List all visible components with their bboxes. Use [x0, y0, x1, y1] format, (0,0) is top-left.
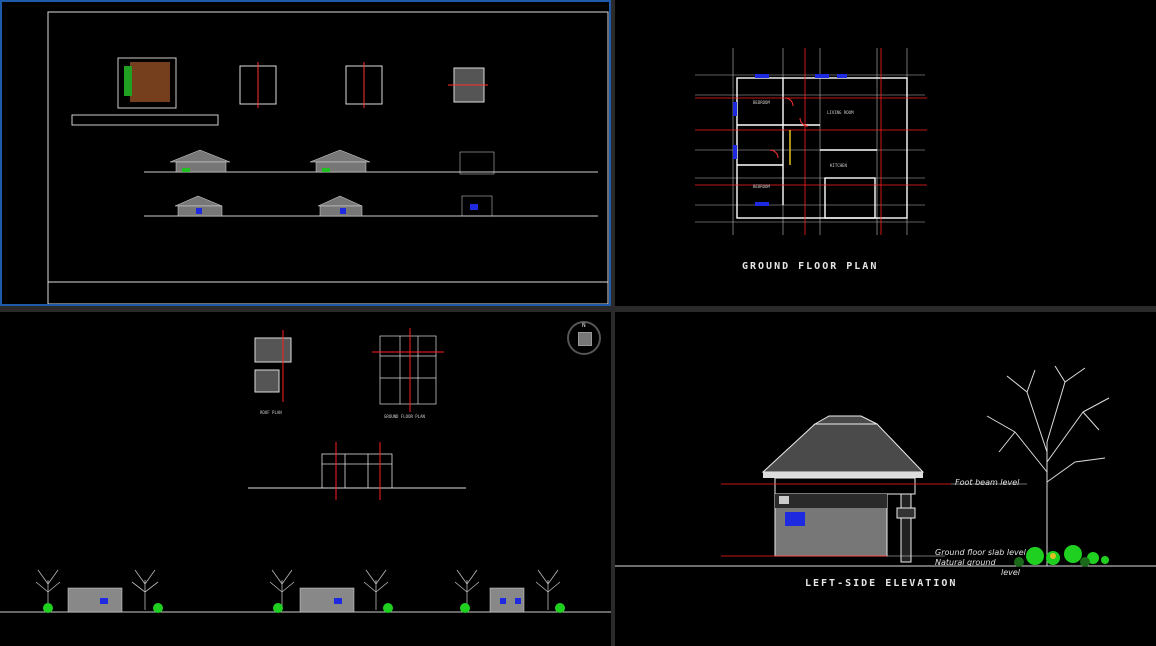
viewport-bottom-right[interactable]: Foot beam level Ground floor slab level …: [615, 312, 1156, 646]
ground-floor-plan-title: GROUND FLOOR PLAN: [742, 261, 879, 272]
left-side-elevation-title: LEFT-SIDE ELEVATION: [805, 578, 958, 589]
plans-and-elevations-drawing: [0, 328, 611, 613]
natural-ground-level-label: level: [1001, 568, 1021, 577]
ground-floor-plan-drawing: [695, 48, 927, 235]
viewport-top-right[interactable]: BEDROOM LIVING ROOM KITCHEN BEDROOM GROU…: [615, 0, 1156, 306]
room-label-2: LIVING ROOM: [827, 110, 854, 115]
viewcube-core[interactable]: [578, 332, 592, 346]
viewcube-navigator[interactable]: N: [567, 321, 601, 355]
viewport-bottom-left[interactable]: ROOF PLAN GROUND FLOOR PLAN N: [0, 312, 611, 646]
small-ground-floor-label: GROUND FLOOR PLAN: [384, 414, 425, 419]
roof-plan-label: ROOF PLAN: [260, 410, 282, 415]
room-label-1: BEDROOM: [753, 100, 770, 105]
ground-slab-level-label: Ground floor slab level: [935, 548, 1026, 557]
room-label-3: KITCHEN: [830, 163, 847, 168]
overview-sheet-drawing: [0, 0, 611, 306]
room-label-4: BEDROOM: [753, 184, 770, 189]
foot-beam-level-label: Foot beam level: [955, 478, 1020, 487]
vertical-viewport-splitter[interactable]: [611, 0, 615, 646]
natural-ground-label: Natural ground: [935, 558, 996, 567]
horizontal-viewport-splitter[interactable]: [0, 306, 1156, 312]
viewport-top-left[interactable]: [0, 0, 611, 306]
viewcube-north-label: N: [582, 322, 586, 329]
left-side-elevation-drawing: [615, 365, 1156, 567]
